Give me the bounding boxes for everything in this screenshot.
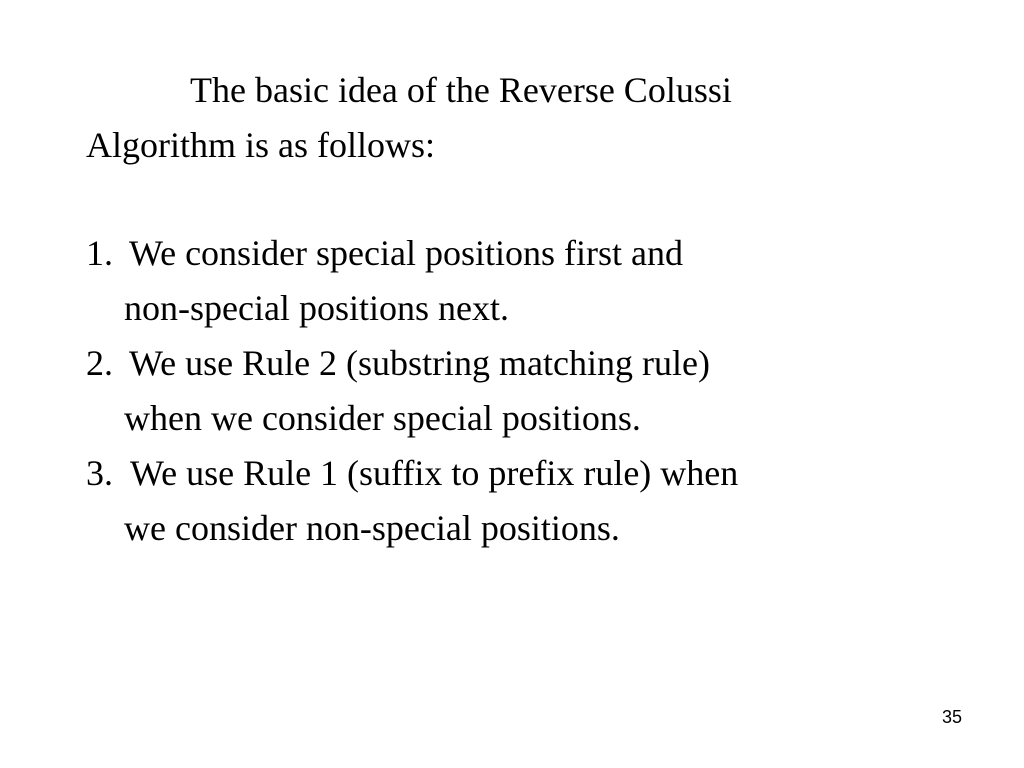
intro-text-line-1: The basic idea of the Reverse Colussi: [190, 70, 732, 110]
list-item-text-line-2: non-special positions next.: [124, 288, 509, 328]
intro-text-line-2: Algorithm is as follows:: [86, 125, 435, 165]
list-item-text-line-2: when we consider special positions.: [124, 398, 641, 438]
list-item-number: 3.: [86, 453, 113, 493]
list-item-text-line-1: We use Rule 1 (suffix to prefix rule) wh…: [130, 453, 739, 493]
list-item-text-line-1: We use Rule 2 (substring matching rule): [129, 343, 710, 383]
list-item-number: 1.: [86, 233, 113, 273]
page-number: 35: [941, 707, 962, 727]
list-item-text-line-2: we consider non-special positions.: [124, 508, 620, 548]
list-item-number: 2.: [86, 343, 113, 383]
list-item-text-line-1: We consider special positions first and: [129, 233, 683, 273]
